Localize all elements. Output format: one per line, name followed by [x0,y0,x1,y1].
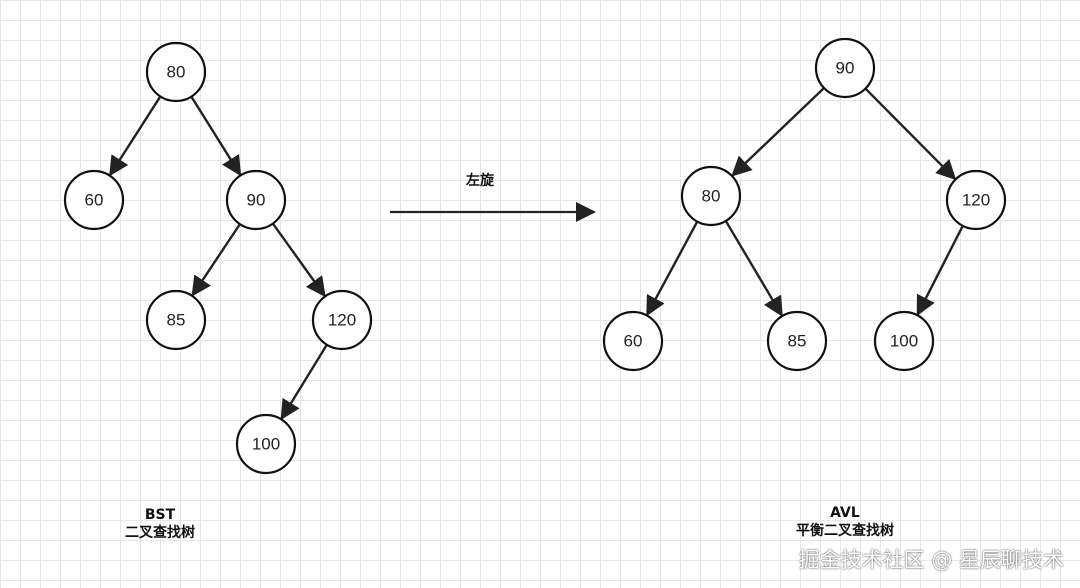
bst-node-circle [145,289,207,351]
bst-subtitle: 二叉查找树 [125,525,195,541]
avl-node-60: 60 [602,310,664,372]
bst-node-circle [225,169,287,231]
avl-node-label: 85 [788,332,807,351]
bst-node-label: 100 [252,435,280,454]
avl-node-100: 100 [873,310,935,372]
bst-node-label: 120 [328,311,356,330]
avl-edge-a80-a60 [646,220,699,317]
avl-node-120: 120 [945,169,1007,231]
avl-node-85: 85 [766,310,828,372]
avl-node-circle [814,37,876,99]
bst-edge-b80-b90 [190,95,242,177]
nodes-layer: 80 60 90 85 120 100 90 80 120 60 85 100 [63,37,1007,475]
bst-node-label: 85 [167,311,186,330]
bst-node-60: 60 [63,169,125,231]
avl-node-label: 90 [836,59,855,78]
avl-node-label: 60 [624,332,643,351]
avl-node-90: 90 [814,37,876,99]
bst-caption: BST 二叉查找树 [100,506,220,542]
avl-node-circle [945,169,1007,231]
avl-node-label: 120 [962,191,990,210]
avl-node-80: 80 [680,165,742,227]
bst-node-label: 90 [247,191,266,210]
avl-node-label: 100 [890,332,918,351]
avl-node-circle [766,310,828,372]
bst-node-85: 85 [145,289,207,351]
avl-edge-a90-a120 [864,87,957,181]
avl-node-label: 80 [702,187,721,206]
bst-node-80: 80 [145,41,207,103]
avl-edge-a80-a85 [724,220,783,317]
bst-title: BST [144,507,176,523]
bst-node-120: 120 [311,289,373,351]
bst-edge-b80-b60 [109,95,162,177]
avl-title: AVL [830,505,860,521]
avl-edge-a90-a80 [731,87,825,177]
bst-edge-b90-b120 [271,222,326,298]
bst-node-90: 90 [225,169,287,231]
avl-edge-a120-a100 [916,225,964,317]
avl-node-circle [873,310,935,372]
edges-layer [109,87,964,421]
bst-node-circle [63,169,125,231]
bst-node-label: 60 [85,191,104,210]
rotation-label: 左旋 [466,173,494,189]
bst-node-circle [145,41,207,103]
bst-edge-b120-b100 [280,344,328,421]
avl-node-circle [602,310,664,372]
avl-node-circle [680,165,742,227]
bst-edge-b90-b85 [191,223,241,297]
avl-caption: AVL 平衡二叉查找树 [765,504,925,540]
avl-subtitle: 平衡二叉查找树 [796,523,894,539]
bst-node-100: 100 [235,413,297,475]
bst-node-circle [235,413,297,475]
bst-node-label: 80 [167,63,186,82]
watermark-text: 掘金技术社区 @ 星辰聊技术 [798,548,1064,572]
bst-node-circle [311,289,373,351]
